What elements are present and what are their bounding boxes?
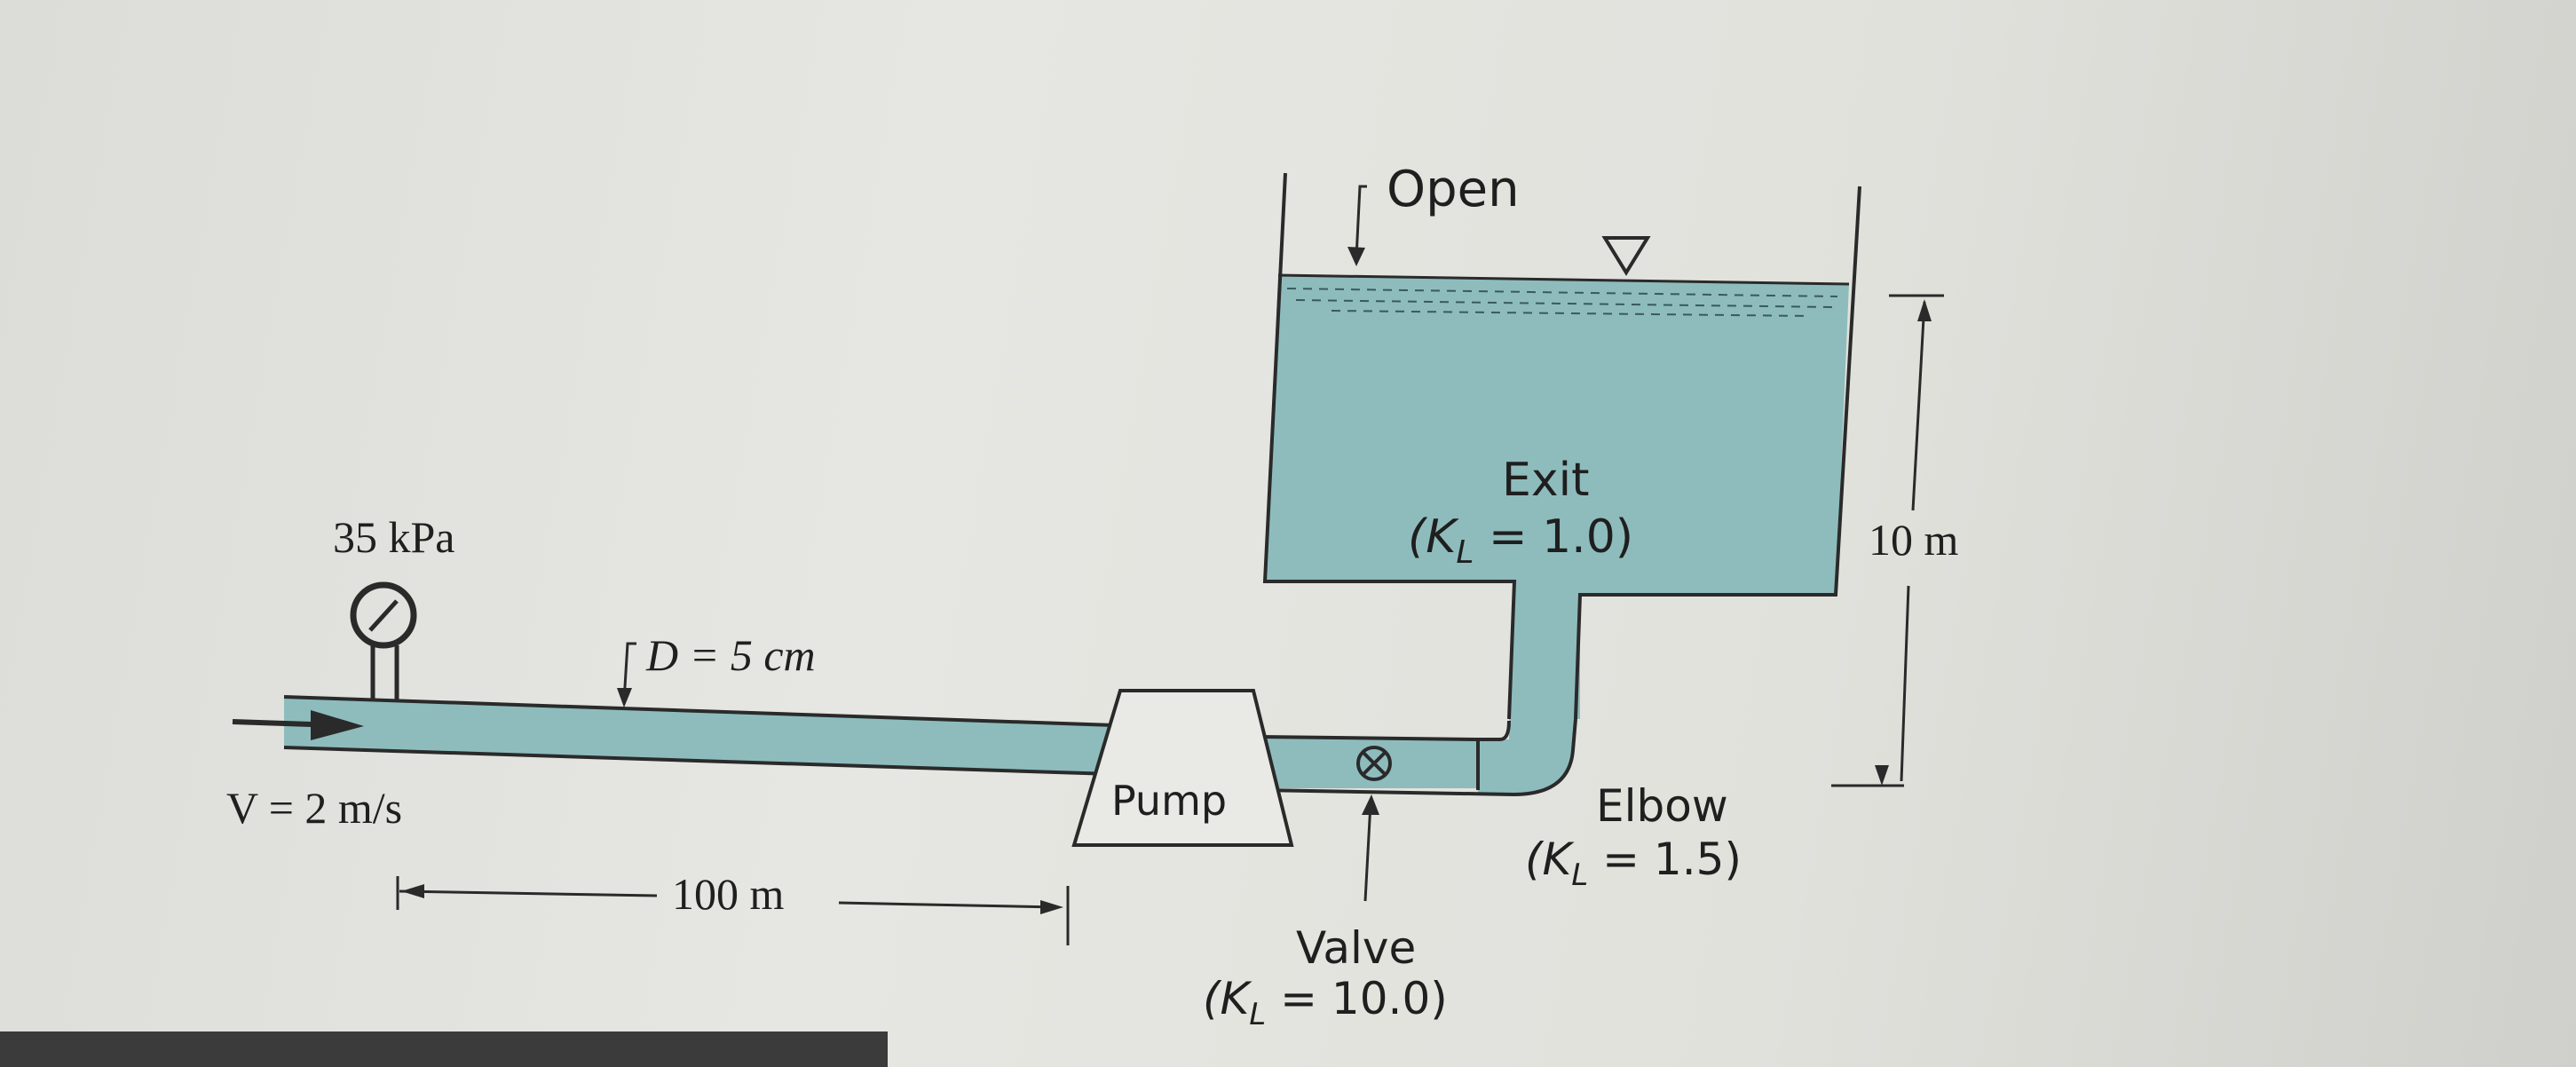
open-arrowhead-icon — [1347, 247, 1365, 266]
elbow-loss-coefficient: (KL = 1.5) — [1525, 834, 1742, 893]
elbow-title: Elbow — [1596, 780, 1728, 832]
pump — [1071, 689, 1294, 847]
outlet-pipe — [1260, 718, 1577, 797]
diameter-arrow-icon — [622, 642, 636, 702]
reservoir-tank — [1262, 172, 1861, 720]
inlet-pipe — [283, 695, 1115, 776]
valve-pointer-arrow-icon — [1363, 802, 1372, 902]
valve-title: Valve — [1296, 922, 1416, 974]
reservoir-water — [1265, 275, 1849, 719]
length-label: 100 m — [672, 869, 785, 919]
pressure-gauge-icon — [350, 581, 417, 699]
exit-loss-coefficient: (KL = 1.0) — [1408, 510, 1633, 571]
height-dimension — [1831, 294, 1944, 787]
open-arrow-icon — [1355, 185, 1367, 258]
length-dimension — [396, 876, 1070, 945]
water-surface-dashes — [1286, 288, 1838, 317]
bottom-edge-strip — [0, 1031, 888, 1067]
elbow — [1478, 719, 1576, 794]
free-surface-triangle-icon — [1601, 236, 1651, 276]
open-label: Open — [1387, 161, 1520, 218]
height-label: 10 m — [1869, 515, 1959, 565]
exit-title: Exit — [1502, 454, 1589, 507]
water-surface-line — [1277, 273, 1850, 286]
pressure-label: 35 kPa — [333, 512, 455, 562]
valve-icon — [1356, 746, 1392, 781]
pump-label: Pump — [1111, 777, 1227, 825]
flow-arrow-icon — [232, 710, 364, 740]
valve-loss-coefficient: (KL = 10.0) — [1203, 973, 1448, 1032]
velocity-label: V = 2 m/s — [226, 783, 402, 833]
diameter-label: D = 5 cm — [645, 630, 816, 680]
reservoir-walls — [1262, 172, 1861, 720]
